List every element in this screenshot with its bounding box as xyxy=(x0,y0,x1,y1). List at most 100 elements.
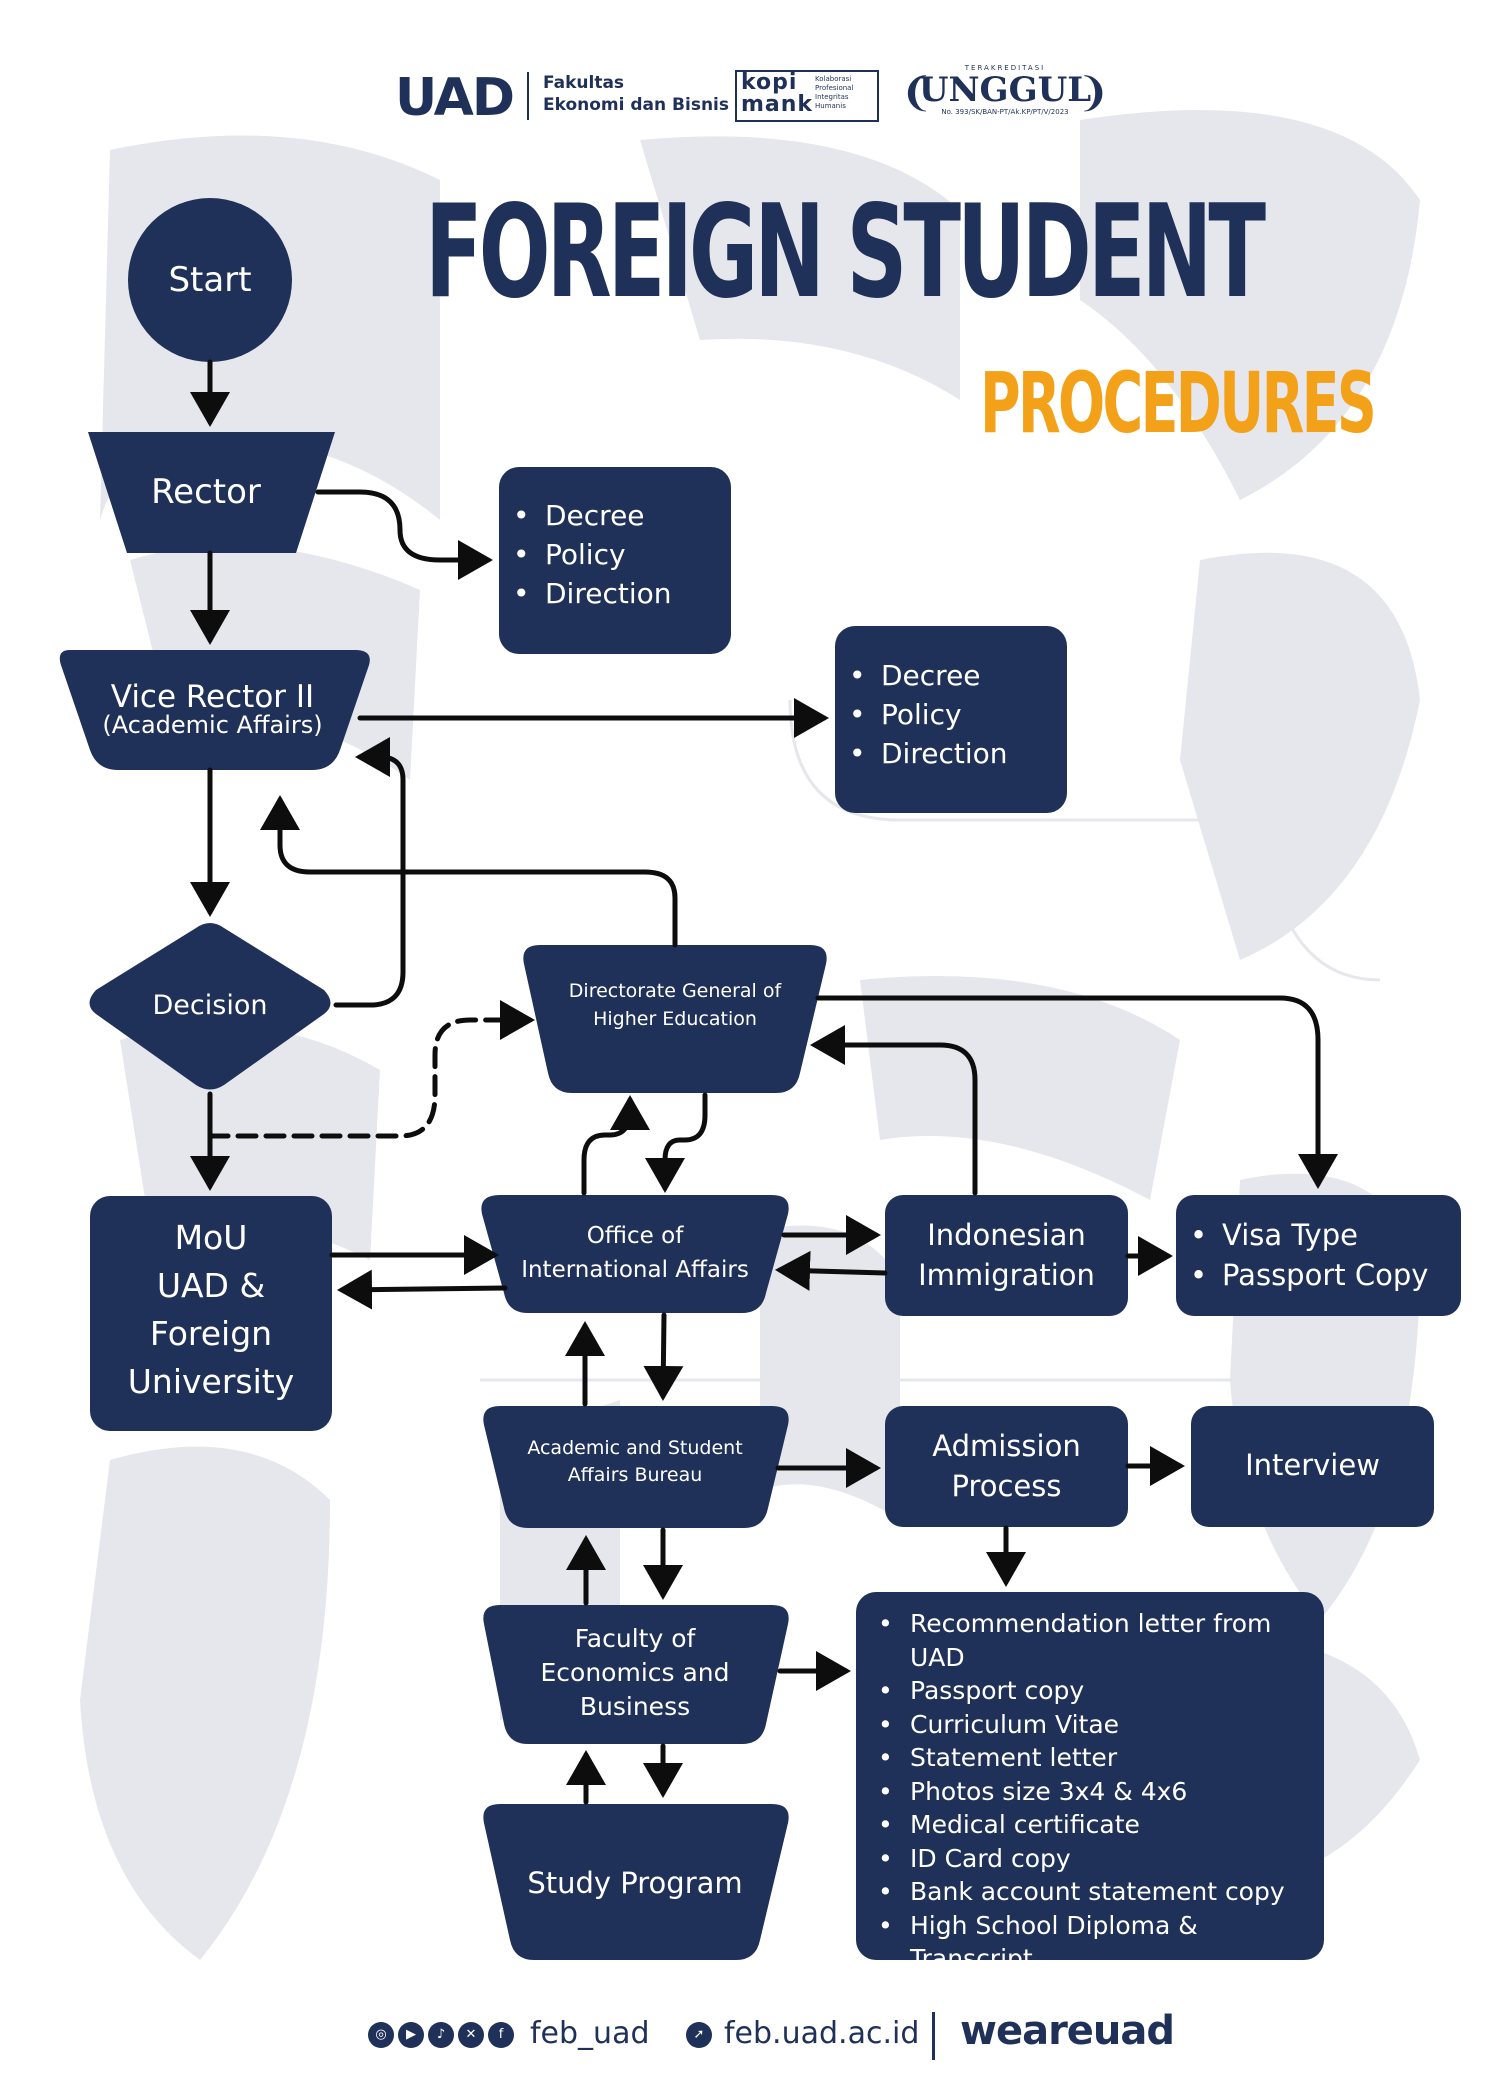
page-title: FOREIGN STUDENT xyxy=(425,178,1266,327)
vice-rector-node xyxy=(59,650,370,770)
vice-rector-outputs-list: Decree Policy Direction xyxy=(835,656,1067,773)
kopi-tag-2: Profesional xyxy=(815,84,854,92)
study-program-label: Study Program xyxy=(527,1865,743,1900)
kopi-mank-logo: kopi mank Kolaborasi Profesional Integri… xyxy=(735,70,879,122)
oia-line: International Affairs xyxy=(521,1257,749,1283)
oia-node xyxy=(481,1195,789,1313)
arrow-oia-bureau xyxy=(643,1312,684,1401)
decision-label: Decision xyxy=(152,989,268,1021)
dikti-line: Higher Education xyxy=(593,1008,757,1030)
faculty-line-2: Ekonomi dan Bisnis xyxy=(543,95,729,115)
bureau-line: Affairs Bureau xyxy=(567,1464,703,1486)
immigration-line: Indonesian xyxy=(927,1218,1086,1252)
arrow-rector-outputs xyxy=(315,489,493,580)
interview-label: Interview xyxy=(1245,1448,1380,1482)
rector-outputs-list: Decree Policy Direction xyxy=(499,496,731,613)
faculty-name: Fakultas Ekonomi dan Bisnis xyxy=(543,72,729,116)
kopi-word-1: kopi xyxy=(741,70,798,95)
rector-node xyxy=(88,432,335,553)
oia-label: Office of International Affairs xyxy=(490,1218,780,1288)
requirement-item: ID Card copy xyxy=(878,1842,1306,1876)
visa-item: Passport Copy xyxy=(1190,1255,1461,1295)
interview-node xyxy=(1191,1406,1434,1527)
x-icon[interactable]: ✕ xyxy=(458,2022,484,2048)
study-program-node xyxy=(483,1804,789,1960)
footer-divider xyxy=(932,2012,935,2060)
header: UAD Fakultas Ekonomi dan Bisnis kopi man… xyxy=(0,60,1500,130)
faculty-line: Faculty of xyxy=(574,1623,696,1653)
rector-output-item: Direction xyxy=(513,574,731,613)
arrow-oia-mou xyxy=(337,1269,508,1310)
dikti-line: Directorate General of xyxy=(568,980,782,1002)
requirement-item: High School Diploma & Transcript xyxy=(878,1909,1306,1976)
social-handle[interactable]: feb_uad xyxy=(530,2016,650,2051)
kopi-mank-wordmark: kopi mank xyxy=(741,72,813,116)
bureau-label: Academic and Student Affairs Bureau xyxy=(490,1432,780,1492)
requirement-item: Curriculum Vitae xyxy=(878,1708,1306,1742)
arrow-immigration-dikti xyxy=(810,1025,978,1196)
admission-label: Admission Process xyxy=(885,1426,1128,1506)
facebook-icon[interactable]: f xyxy=(488,2022,514,2048)
arrow-dikti-vicerector xyxy=(260,795,678,948)
visa-item: Visa Type xyxy=(1190,1215,1461,1255)
mou-label: MoU UAD & Foreign University xyxy=(90,1210,332,1410)
page-subtitle: PROCEDURES xyxy=(980,354,1377,452)
kopi-tag-4: Humanis xyxy=(815,102,846,110)
start-node xyxy=(128,198,292,362)
brand-logo: weareuad xyxy=(960,2008,1175,2054)
dikti-node xyxy=(523,945,827,1093)
mou-line: MoU xyxy=(174,1218,248,1257)
arrow-dikti-oia xyxy=(645,1092,708,1193)
immigration-node xyxy=(885,1195,1128,1316)
vice-rector-output-item: Direction xyxy=(849,734,1067,773)
arrow-dikti-visa xyxy=(815,995,1338,1189)
faculty-node xyxy=(483,1605,789,1744)
admission-node xyxy=(885,1406,1128,1527)
youtube-icon[interactable]: ▶ xyxy=(398,2022,424,2048)
vice-rector-subtitle: (Academic Affairs) xyxy=(102,711,323,739)
immigration-label: Indonesian Immigration xyxy=(885,1215,1128,1295)
instagram-icon[interactable]: ◎ xyxy=(368,2022,394,2048)
faculty-line: Business xyxy=(579,1691,691,1721)
admission-line: Admission xyxy=(932,1429,1081,1463)
kopi-word-2: mank xyxy=(741,92,814,117)
immigration-line: Immigration xyxy=(918,1258,1095,1292)
oia-line: Office of xyxy=(586,1223,684,1249)
accreditation-number: No. 393/SK/BAN-PT/Ak.KP/PT/V/2023 xyxy=(941,108,1069,116)
footer: ◎ ▶ ♪ ✕ f feb_uad ➚ feb.uad.ac.id weareu… xyxy=(0,2000,1500,2070)
kopi-tagline: Kolaborasi Profesional Integritas Humani… xyxy=(815,75,875,111)
arrow-oia-dikti xyxy=(581,1095,650,1196)
vice-rector-output-item: Decree xyxy=(849,656,1067,695)
logo-divider xyxy=(527,72,529,120)
website-link[interactable]: feb.uad.ac.id xyxy=(724,2016,920,2051)
requirement-item: Statement letter xyxy=(878,1741,1306,1775)
uad-logo: UAD xyxy=(395,68,515,128)
mou-line: Foreign xyxy=(149,1314,273,1353)
laurel-right-icon: ❩ xyxy=(1076,70,1110,116)
admission-line: Process xyxy=(951,1469,1062,1503)
arrow-immigration-oia xyxy=(775,1250,888,1291)
mou-node xyxy=(90,1196,332,1431)
laurel-left-icon: ❨ xyxy=(900,70,934,116)
vice-rector-title: Vice Rector II xyxy=(110,679,315,715)
requirement-item: Recommendation letter from UAD xyxy=(878,1607,1306,1674)
accreditation-grade: UNGGUL xyxy=(918,70,1092,110)
rector-label: Rector xyxy=(151,472,261,512)
dikti-label: Directorate General of Higher Education xyxy=(540,970,810,1040)
faculty-line-1: Fakultas xyxy=(543,73,625,93)
bureau-node xyxy=(483,1406,789,1528)
visa-list: Visa Type Passport Copy xyxy=(1176,1215,1461,1295)
bureau-line: Academic and Student xyxy=(527,1437,743,1459)
vice-rector-output-item: Policy xyxy=(849,695,1067,734)
arrow-decision-vicerector xyxy=(333,737,406,1008)
globe-icon: ➚ xyxy=(686,2022,712,2048)
requirement-item: Medical certificate xyxy=(878,1808,1306,1842)
tiktok-icon[interactable]: ♪ xyxy=(428,2022,454,2048)
start-label: Start xyxy=(168,260,252,300)
rector-output-item: Decree xyxy=(513,496,731,535)
kopi-tag-1: Kolaborasi xyxy=(815,75,852,83)
accreditation-badge: ❨ ❩ TERAKREDITASI UNGGUL No. 393/SK/BAN-… xyxy=(900,62,1110,128)
requirement-item: Photos size 3x4 & 4x6 xyxy=(878,1775,1306,1809)
requirement-item: Passport copy xyxy=(878,1674,1306,1708)
mou-line: University xyxy=(127,1362,295,1401)
